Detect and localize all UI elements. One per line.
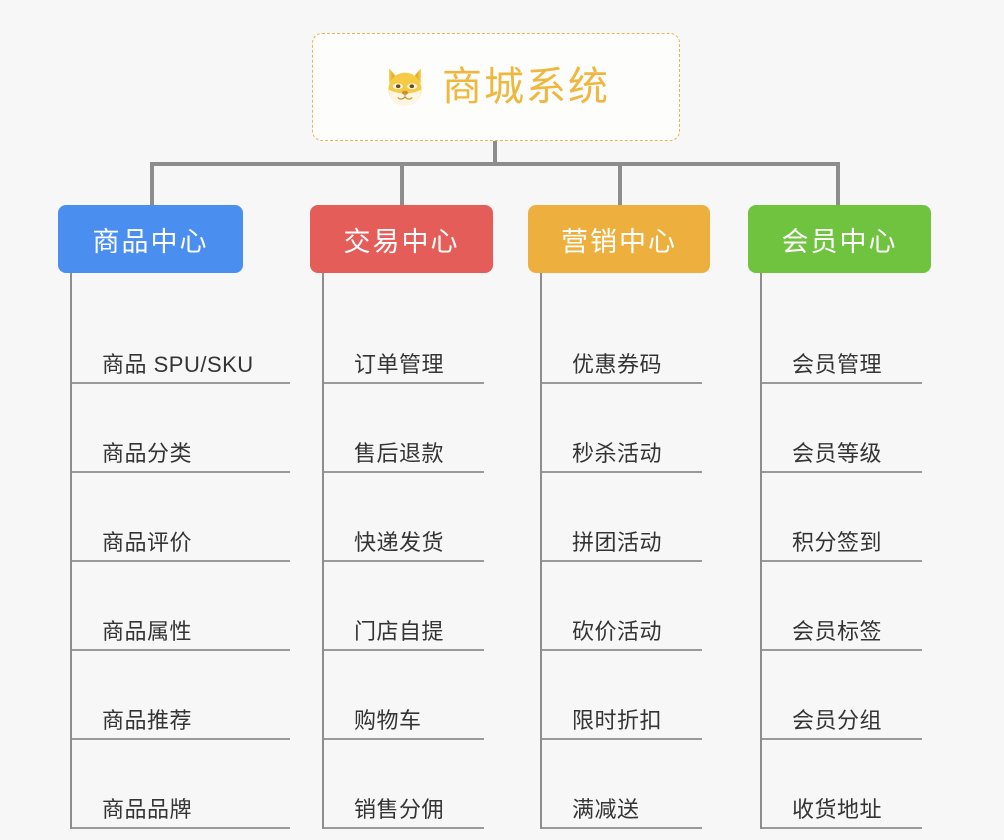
connector-drop-4 (836, 162, 840, 205)
leaf-label: 售后退款 (354, 440, 445, 466)
leaf-list-2: 订单管理 售后退款 快递发货 门店自提 购物车 销售分佣 (322, 273, 484, 829)
leaf-label: 商品品牌 (102, 796, 193, 822)
leaf-list-1: 商品 SPU/SKU 商品分类 商品评价 商品属性 商品推荐 商品品牌 (70, 273, 290, 829)
leaf-item[interactable]: 积分签到 (762, 473, 922, 562)
root-title: 商城系统 (442, 65, 610, 109)
connector-root-stem (493, 141, 497, 164)
leaf-item[interactable]: 会员标签 (762, 562, 922, 651)
leaf-item[interactable]: 订单管理 (324, 295, 484, 384)
leaf-item[interactable]: 收货地址 (762, 740, 922, 829)
leaf-label: 订单管理 (354, 351, 445, 377)
leaf-label: 收货地址 (792, 796, 883, 822)
branch-header-1[interactable]: 商品中心 (58, 205, 243, 273)
leaf-item[interactable]: 商品分类 (72, 384, 290, 473)
leaf-label: 购物车 (354, 707, 422, 733)
leaf-item[interactable]: 秒杀活动 (542, 384, 702, 473)
branch-header-label-1: 商品中心 (92, 226, 209, 257)
leaf-label: 积分签到 (792, 529, 883, 555)
leaf-item[interactable]: 会员等级 (762, 384, 922, 473)
leaf-label: 砍价活动 (572, 618, 663, 644)
leaf-label: 会员标签 (792, 618, 883, 644)
branch-header-3[interactable]: 营销中心 (528, 205, 710, 273)
leaf-label: 会员管理 (792, 351, 883, 377)
leaf-item[interactable]: 商品属性 (72, 562, 290, 651)
leaf-item[interactable]: 限时折扣 (542, 651, 702, 740)
leaf-label: 拼团活动 (572, 529, 663, 555)
branch-header-2[interactable]: 交易中心 (310, 205, 493, 273)
leaf-label: 限时折扣 (572, 707, 663, 733)
branch-header-label-4: 会员中心 (781, 226, 898, 257)
leaf-item[interactable]: 商品 SPU/SKU (72, 295, 290, 384)
leaf-item[interactable]: 满减送 (542, 740, 702, 829)
root-node[interactable]: 商城系统 (312, 33, 680, 141)
leaf-item[interactable]: 商品推荐 (72, 651, 290, 740)
branch-column-1: 商品中心 商品 SPU/SKU 商品分类 商品评价 商品属性 商品推荐 商品品牌 (58, 205, 290, 829)
leaf-list-4: 会员管理 会员等级 积分签到 会员标签 会员分组 收货地址 (760, 273, 922, 829)
shiba-dog-icon (388, 68, 422, 106)
leaf-label: 会员分组 (792, 707, 883, 733)
leaf-label: 优惠券码 (572, 351, 663, 377)
leaf-item[interactable]: 砍价活动 (542, 562, 702, 651)
leaf-label: 商品评价 (102, 529, 193, 555)
leaf-label: 商品推荐 (102, 707, 193, 733)
leaf-label: 秒杀活动 (572, 440, 663, 466)
leaf-label: 门店自提 (354, 618, 445, 644)
leaf-item[interactable]: 售后退款 (324, 384, 484, 473)
leaf-label: 销售分佣 (354, 796, 445, 822)
branch-column-4: 会员中心 会员管理 会员等级 积分签到 会员标签 会员分组 收货地址 (748, 205, 931, 829)
connector-drop-2 (400, 162, 404, 205)
leaf-item[interactable]: 销售分佣 (324, 740, 484, 829)
leaf-label: 会员等级 (792, 440, 883, 466)
connector-drop-3 (618, 162, 622, 205)
connector-horizontal-bus (150, 162, 840, 166)
leaf-item[interactable]: 拼团活动 (542, 473, 702, 562)
branch-header-label-2: 交易中心 (343, 226, 460, 257)
branch-header-4[interactable]: 会员中心 (748, 205, 931, 273)
leaf-item[interactable]: 快递发货 (324, 473, 484, 562)
leaf-item[interactable]: 优惠券码 (542, 295, 702, 384)
leaf-label: 商品分类 (102, 440, 193, 466)
leaf-label: 商品属性 (102, 618, 193, 644)
leaf-item[interactable]: 商品评价 (72, 473, 290, 562)
leaf-item[interactable]: 会员分组 (762, 651, 922, 740)
connector-drop-1 (150, 162, 154, 205)
leaf-label: 满减送 (572, 796, 640, 822)
leaf-list-3: 优惠券码 秒杀活动 拼团活动 砍价活动 限时折扣 满减送 (540, 273, 702, 829)
branch-header-label-3: 营销中心 (561, 226, 677, 257)
branch-column-2: 交易中心 订单管理 售后退款 快递发货 门店自提 购物车 销售分佣 (310, 205, 493, 829)
branch-column-3: 营销中心 优惠券码 秒杀活动 拼团活动 砍价活动 限时折扣 满减送 (528, 205, 710, 829)
leaf-item[interactable]: 商品品牌 (72, 740, 290, 829)
leaf-label: 商品 SPU/SKU (102, 351, 254, 377)
leaf-label: 快递发货 (354, 529, 445, 555)
leaf-item[interactable]: 会员管理 (762, 295, 922, 384)
leaf-item[interactable]: 购物车 (324, 651, 484, 740)
leaf-item[interactable]: 门店自提 (324, 562, 484, 651)
